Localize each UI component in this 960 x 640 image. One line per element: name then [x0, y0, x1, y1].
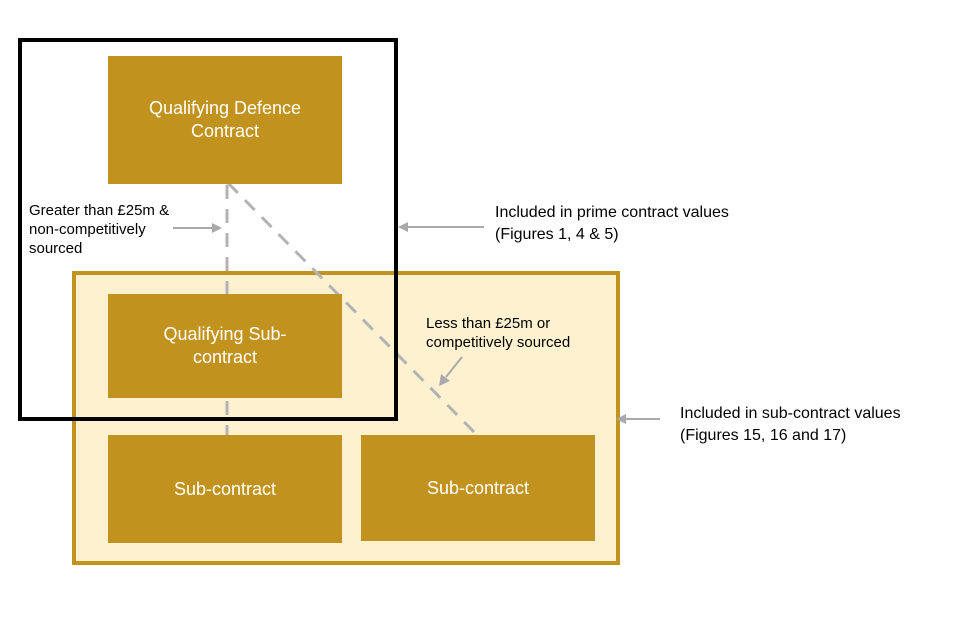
sub-contract-box-right: Sub-contract — [361, 435, 595, 541]
label-prime-values: Included in prime contract values (Figur… — [495, 204, 729, 243]
sub-contract-box-left: Sub-contract — [108, 435, 342, 543]
prime-contract-values-frame — [18, 38, 398, 421]
label-greater-than: Greater than £25m & non-competitively so… — [29, 202, 170, 257]
label-less-than: Less than £25m or competitively sourced — [426, 315, 571, 351]
dashed-line-diagonal — [226, 181, 480, 438]
qualifying-defence-contract-box: Qualifying Defence Contract — [108, 56, 342, 184]
label-sub-values: Included in sub-contract values (Figures… — [680, 405, 901, 444]
arrow-greater-to-line — [173, 223, 222, 233]
arrow-less-to-line — [439, 356, 463, 386]
arrow-sub-values — [616, 414, 660, 424]
arrow-prime-values — [398, 222, 484, 232]
qualifying-sub-contract-box: Qualifying Sub- contract — [108, 294, 342, 398]
